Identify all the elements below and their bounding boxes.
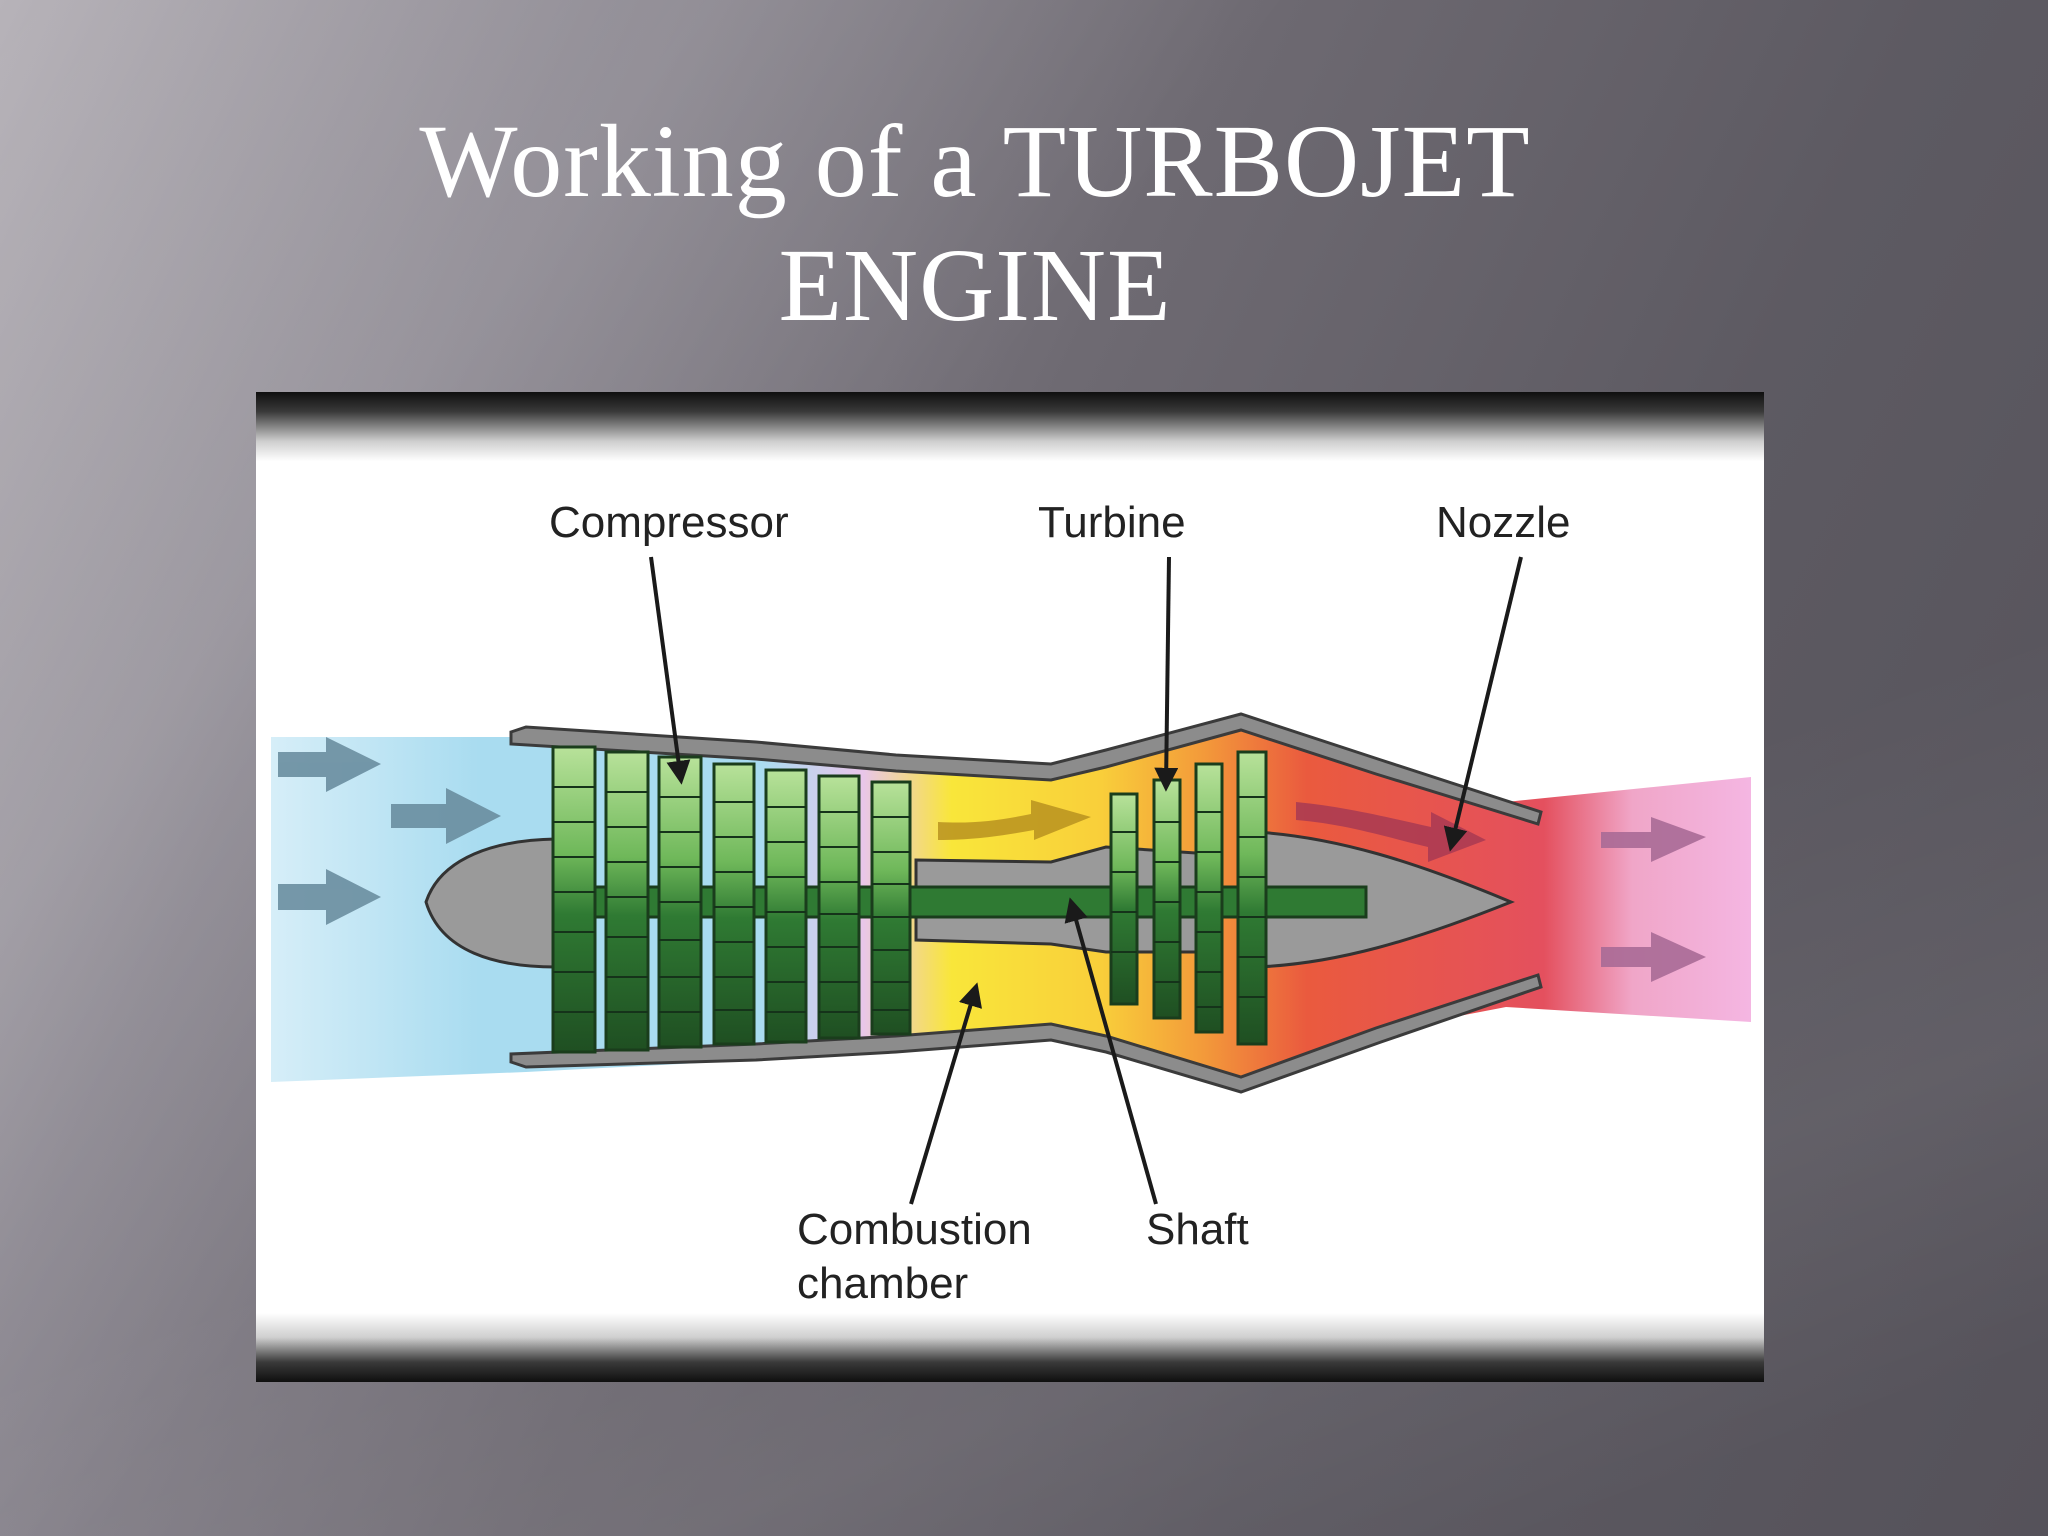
- leader-nozzle: [1443, 556, 1523, 852]
- leader-shaft: [1064, 897, 1158, 1205]
- compressor-blades: [551, 745, 912, 1054]
- label-nozzle: Nozzle: [1436, 498, 1571, 547]
- label-combustion-line1: Combustion: [797, 1205, 1032, 1254]
- label-compressor: Compressor: [549, 498, 789, 547]
- leader-compressor: [649, 556, 691, 785]
- diagram-svg: Compressor Turbine Nozzle Combustion cha…: [271, 498, 1751, 1308]
- combustion-flow-arrow: [938, 800, 1091, 840]
- title-line-2: ENGINE: [778, 228, 1172, 343]
- label-shaft: Shaft: [1146, 1205, 1249, 1254]
- label-combustion-line2: chamber: [797, 1259, 968, 1308]
- lower-casing: [509, 973, 1543, 1094]
- intake-arrows: [278, 737, 501, 925]
- leader-combustion: [909, 982, 982, 1205]
- exhaust-flow-arrow: [1296, 802, 1486, 862]
- slide-title: Working of a TURBOJET ENGINE: [0, 100, 1950, 348]
- leader-turbine: [1154, 556, 1179, 792]
- turbine-blades: [1109, 750, 1268, 1046]
- upper-casing: [509, 712, 1543, 826]
- tail-cone: [1254, 830, 1515, 969]
- label-turbine: Turbine: [1038, 498, 1186, 547]
- title-line-1: Working of a TURBOJET: [419, 104, 1531, 219]
- plume-arrows: [1601, 817, 1706, 982]
- turbojet-diagram: Compressor Turbine Nozzle Combustion cha…: [256, 392, 1764, 1382]
